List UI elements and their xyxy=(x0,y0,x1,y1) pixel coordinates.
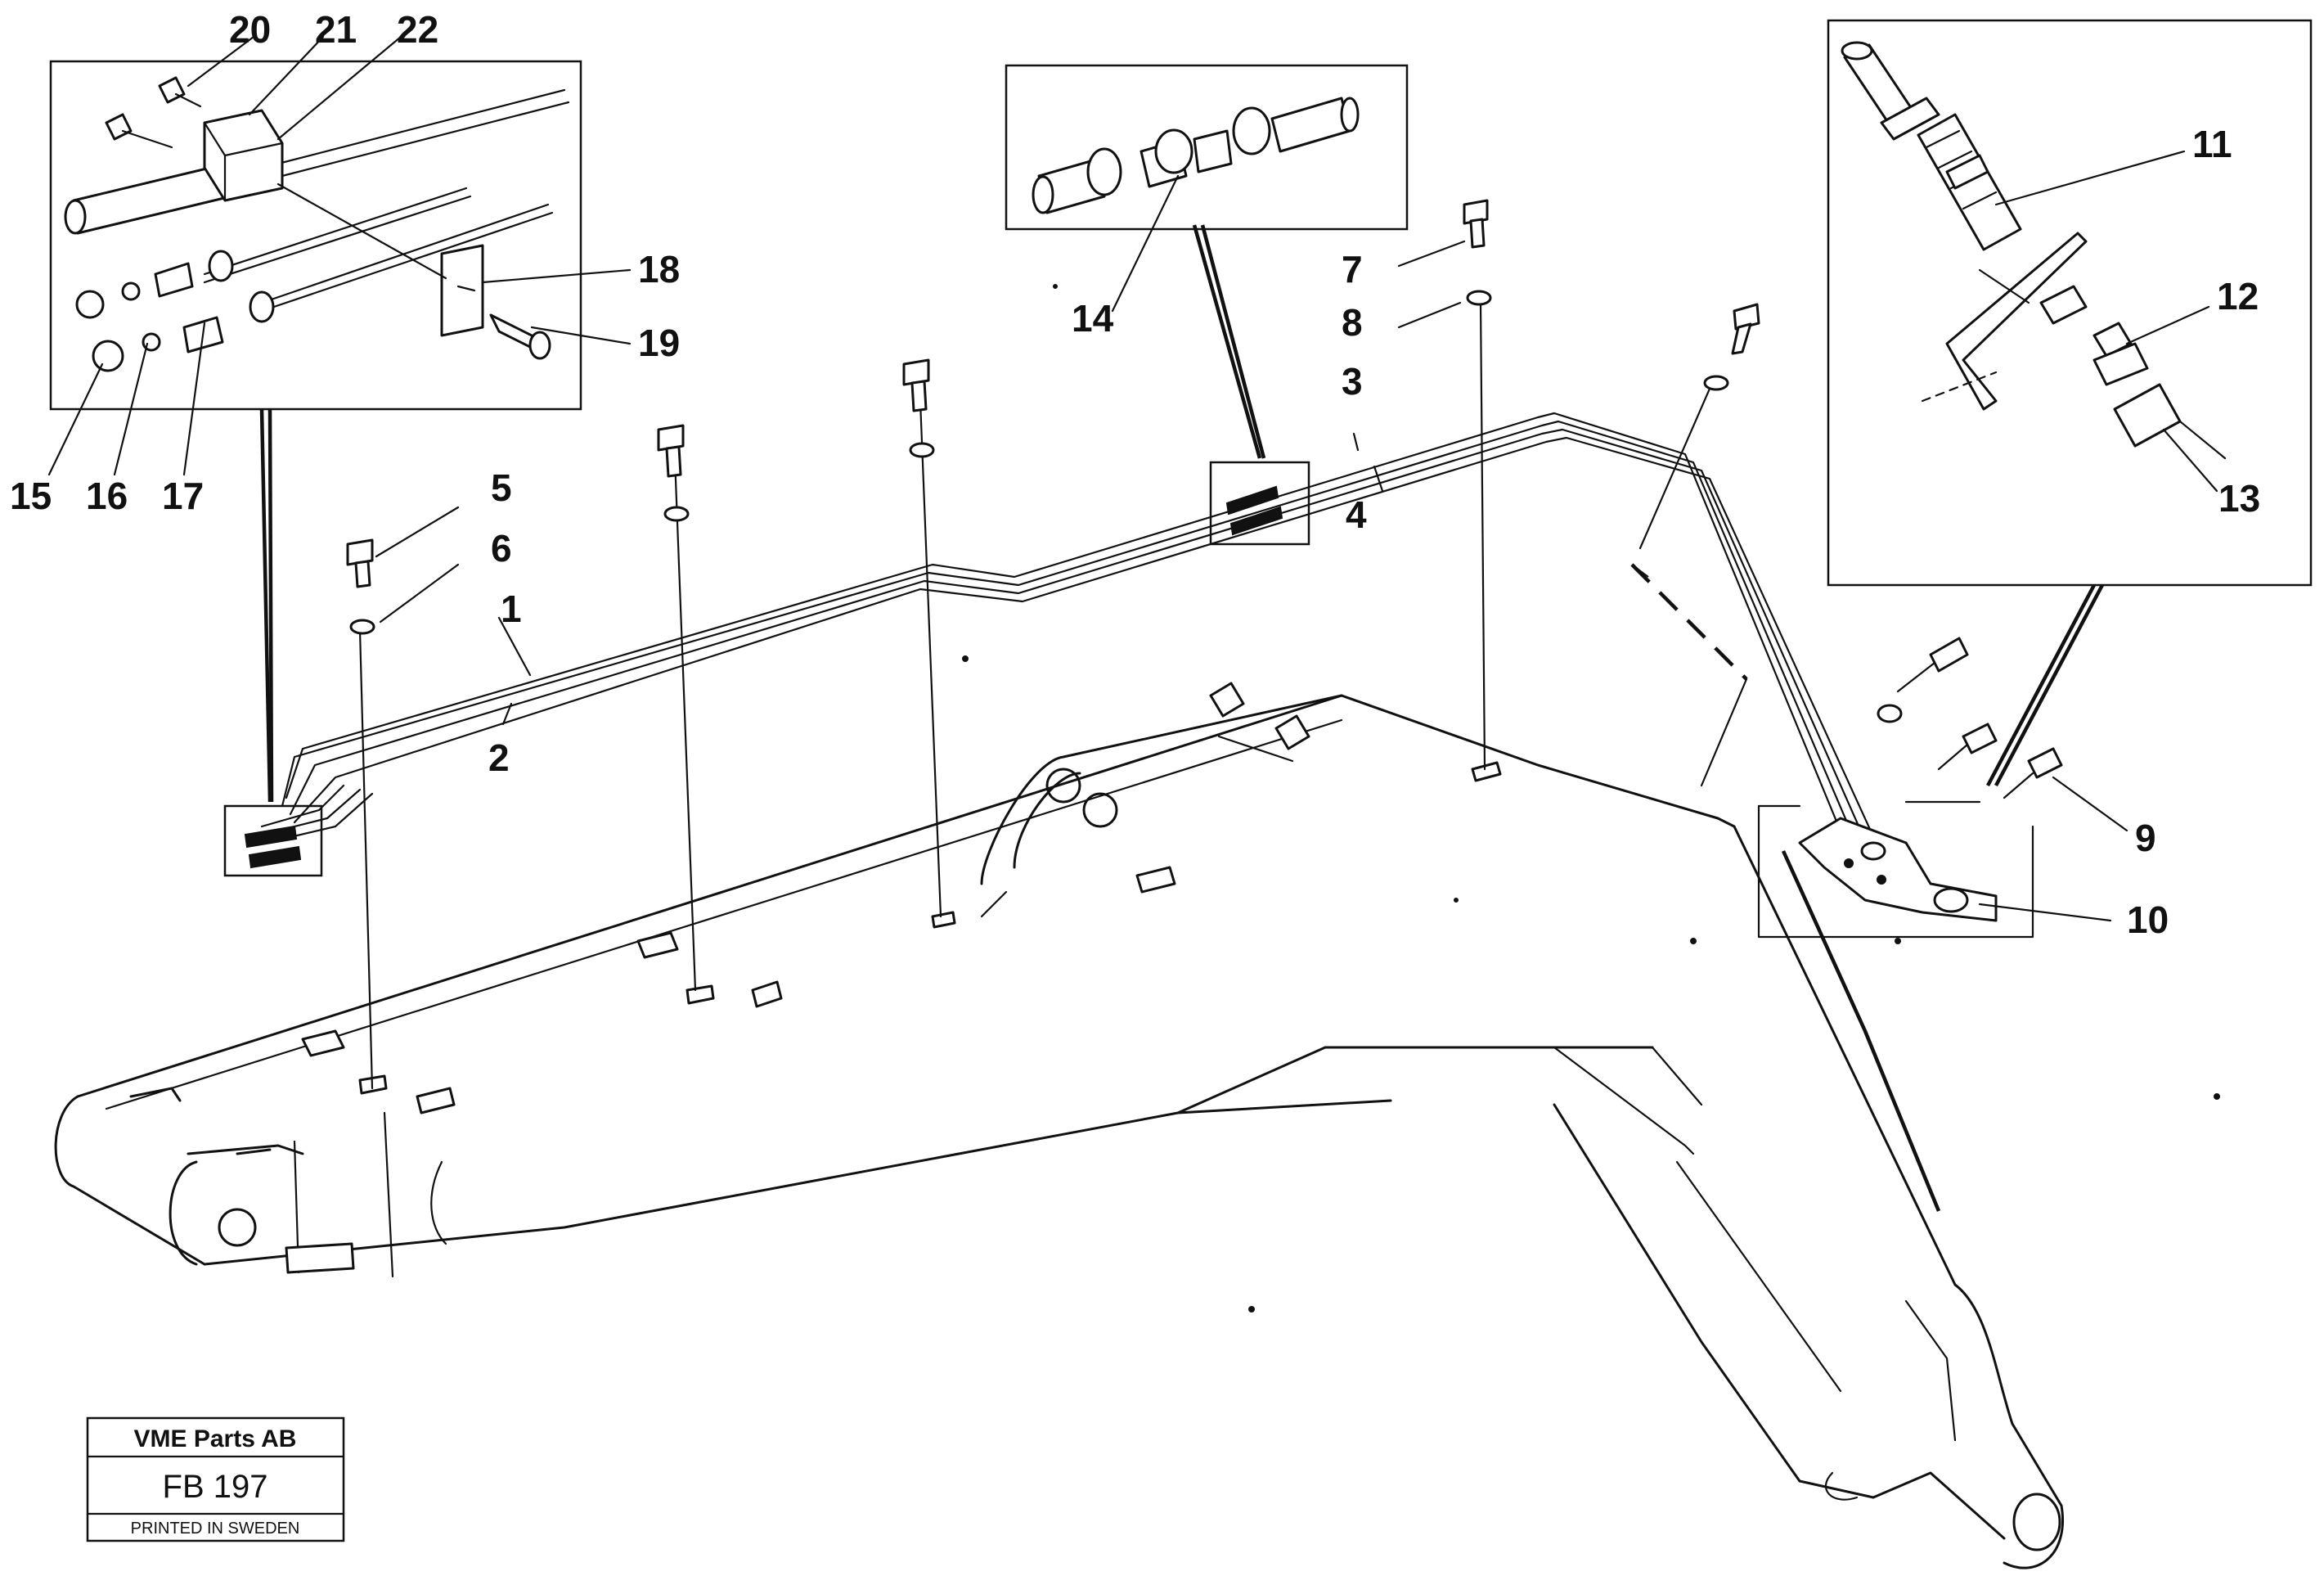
callout-7: 7 xyxy=(1342,248,1363,290)
boom-arm xyxy=(54,682,2064,1569)
callout-12: 12 xyxy=(2217,275,2259,317)
callout-13: 13 xyxy=(2218,477,2260,520)
callout-11: 11 xyxy=(2192,123,2232,165)
plate-footer: PRINTED IN SWEDEN xyxy=(131,1520,300,1538)
plate-code: FB 197 xyxy=(163,1469,268,1505)
callout-21: 21 xyxy=(315,8,357,51)
detail-box-bracket xyxy=(1757,800,2034,939)
callout-20: 20 xyxy=(229,8,271,51)
callout-10: 10 xyxy=(2127,898,2169,941)
callout-16: 16 xyxy=(86,475,128,517)
callout-2: 2 xyxy=(488,736,510,779)
callout-6: 6 xyxy=(491,527,512,570)
callout-1: 1 xyxy=(501,588,522,630)
callout-22: 22 xyxy=(397,8,438,51)
callout-5: 5 xyxy=(491,466,512,509)
detail-inset-left xyxy=(49,60,582,803)
callout-9: 9 xyxy=(2135,817,2156,859)
callout-18: 18 xyxy=(638,248,680,290)
detail-inset-right xyxy=(1827,19,2313,787)
title-plate: VME Parts AB FB 197 PRINTED IN SWEDEN xyxy=(86,1416,345,1542)
callout-14: 14 xyxy=(1072,297,1114,340)
callout-19: 19 xyxy=(638,322,680,364)
callout-15: 15 xyxy=(10,475,52,517)
leader-lines xyxy=(47,35,2218,922)
scan-specks xyxy=(962,284,2220,1313)
detail-marker-left xyxy=(223,804,323,877)
callout-labels: 1 2 3 4 5 6 7 8 9 10 11 12 13 14 15 16 1… xyxy=(10,8,2260,941)
callout-4: 4 xyxy=(1346,493,1367,536)
callout-17: 17 xyxy=(162,475,204,517)
plate-company: VME Parts AB xyxy=(134,1425,297,1452)
callout-8: 8 xyxy=(1342,301,1363,344)
detail-inset-center xyxy=(1005,64,1409,546)
callout-3: 3 xyxy=(1342,360,1363,403)
fastener-drops xyxy=(346,199,2063,1090)
